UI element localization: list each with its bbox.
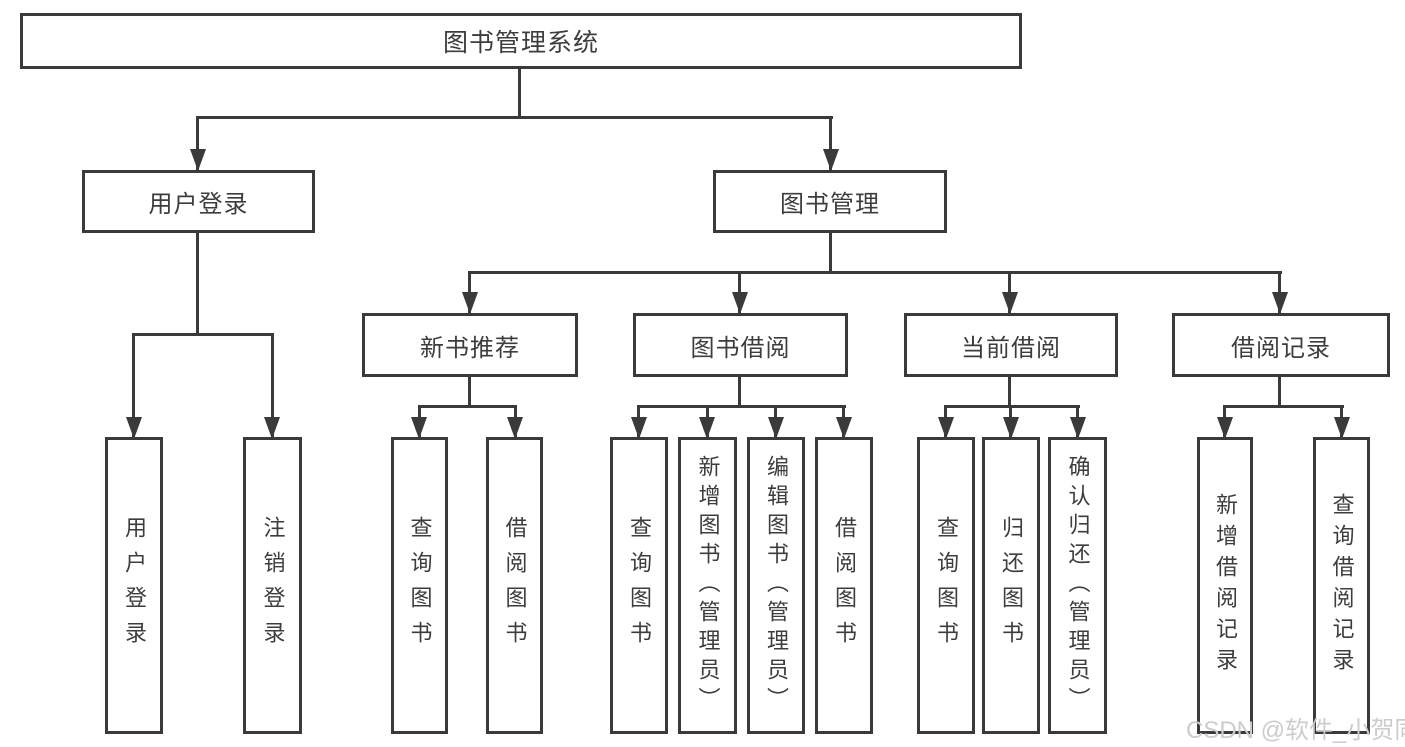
connector-line [132, 333, 135, 437]
arrow-down-icon [1003, 417, 1019, 439]
node-book-management: 图书管理 [713, 170, 947, 233]
connector-line [829, 116, 832, 170]
connector-line [1223, 405, 1344, 408]
arrow-down-icon [411, 417, 427, 439]
connector-line [1008, 375, 1011, 407]
leaf-add-borrow-record: 新增借阅记录 [1197, 437, 1253, 734]
leaf-query-books-2: 查询图书 [610, 437, 668, 734]
connector-line [944, 405, 1080, 408]
node-book-management-label: 图书管理 [780, 191, 880, 218]
arrow-down-icon [823, 149, 839, 171]
leaf-return-books: 归还图书 [982, 437, 1040, 734]
connector-line [738, 375, 741, 407]
leaf-confirm-return-admin: 确认归还（管理员） [1048, 437, 1107, 734]
connector-line [829, 233, 832, 273]
arrow-down-icon [938, 417, 954, 439]
node-root: 图书管理系统 [20, 13, 1022, 69]
leaf-query-borrow-record: 查询借阅记录 [1313, 437, 1370, 734]
connector-line [271, 333, 274, 437]
leaf-logout-label: 注销登录 [260, 515, 286, 656]
leaf-logout: 注销登录 [243, 437, 302, 734]
connector-line [196, 116, 199, 170]
csdn-watermark: CSDN @软件_小贺同学 [1186, 717, 1405, 744]
leaf-query-books-2-label: 查询图书 [627, 515, 652, 656]
leaf-query-books-1-label: 查询图书 [407, 515, 433, 656]
arrow-down-icon [768, 417, 784, 439]
arrow-down-icon [732, 292, 748, 314]
leaf-add-book-admin-label: 新增图书（管理员） [695, 455, 721, 716]
arrow-down-icon [462, 292, 478, 314]
node-current-borrow-label: 当前借阅 [961, 334, 1061, 362]
arrow-down-icon [1070, 417, 1086, 439]
node-book-borrow: 图书借阅 [633, 313, 848, 377]
connector-line [196, 233, 199, 335]
leaf-query-books-3-label: 查询图书 [934, 515, 959, 656]
leaf-borrow-books-1-label: 借阅图书 [502, 515, 528, 656]
arrow-down-icon [190, 149, 206, 171]
leaf-add-borrow-record-label: 新增借阅记录 [1213, 492, 1238, 679]
arrow-down-icon [264, 417, 280, 439]
node-new-book-recommend-label: 新书推荐 [420, 334, 520, 362]
leaf-borrow-books-2-label: 借阅图书 [832, 515, 857, 656]
arrow-down-icon [699, 417, 715, 439]
node-new-book-recommend: 新书推荐 [362, 313, 578, 377]
arrow-down-icon [1217, 417, 1233, 439]
node-borrow-records-label: 借阅记录 [1231, 334, 1331, 362]
leaf-add-book-admin: 新增图书（管理员） [678, 437, 737, 734]
connector-line [1278, 375, 1281, 407]
node-root-label: 图书管理系统 [442, 29, 599, 57]
leaf-query-borrow-record-label: 查询借阅记录 [1329, 492, 1355, 679]
leaf-query-books-1: 查询图书 [391, 437, 448, 734]
arrow-down-icon [836, 417, 852, 439]
leaf-user-login-label: 用户登录 [122, 515, 147, 656]
connector-line [132, 333, 274, 336]
connector-line [637, 405, 846, 408]
leaf-edit-book-admin-label: 编辑图书（管理员） [764, 455, 789, 716]
leaf-query-books-3: 查询图书 [917, 437, 975, 734]
connector-line [196, 116, 833, 119]
arrow-down-icon [1002, 292, 1018, 314]
node-current-borrow: 当前借阅 [904, 313, 1118, 377]
arrow-down-icon [507, 417, 523, 439]
connector-line [468, 375, 471, 407]
leaf-borrow-books-2: 借阅图书 [815, 437, 873, 734]
node-user-login-label: 用户登录 [148, 191, 249, 218]
connector-line [518, 68, 521, 118]
leaf-user-login: 用户登录 [105, 437, 163, 734]
node-user-login: 用户登录 [82, 170, 315, 233]
arrow-down-icon [1272, 292, 1288, 314]
leaf-edit-book-admin: 编辑图书（管理员） [747, 437, 805, 734]
arrow-down-icon [631, 417, 647, 439]
node-book-borrow-label: 图书借阅 [690, 334, 791, 362]
connector-line [418, 405, 517, 408]
arrow-down-icon [126, 417, 142, 439]
leaf-borrow-books-1: 借阅图书 [486, 437, 543, 734]
leaf-confirm-return-admin-label: 确认归还（管理员） [1065, 455, 1091, 716]
node-borrow-records: 借阅记录 [1172, 313, 1390, 377]
connector-line [468, 271, 1282, 274]
leaf-return-books-label: 归还图书 [999, 515, 1024, 656]
arrow-down-icon [1334, 417, 1350, 439]
